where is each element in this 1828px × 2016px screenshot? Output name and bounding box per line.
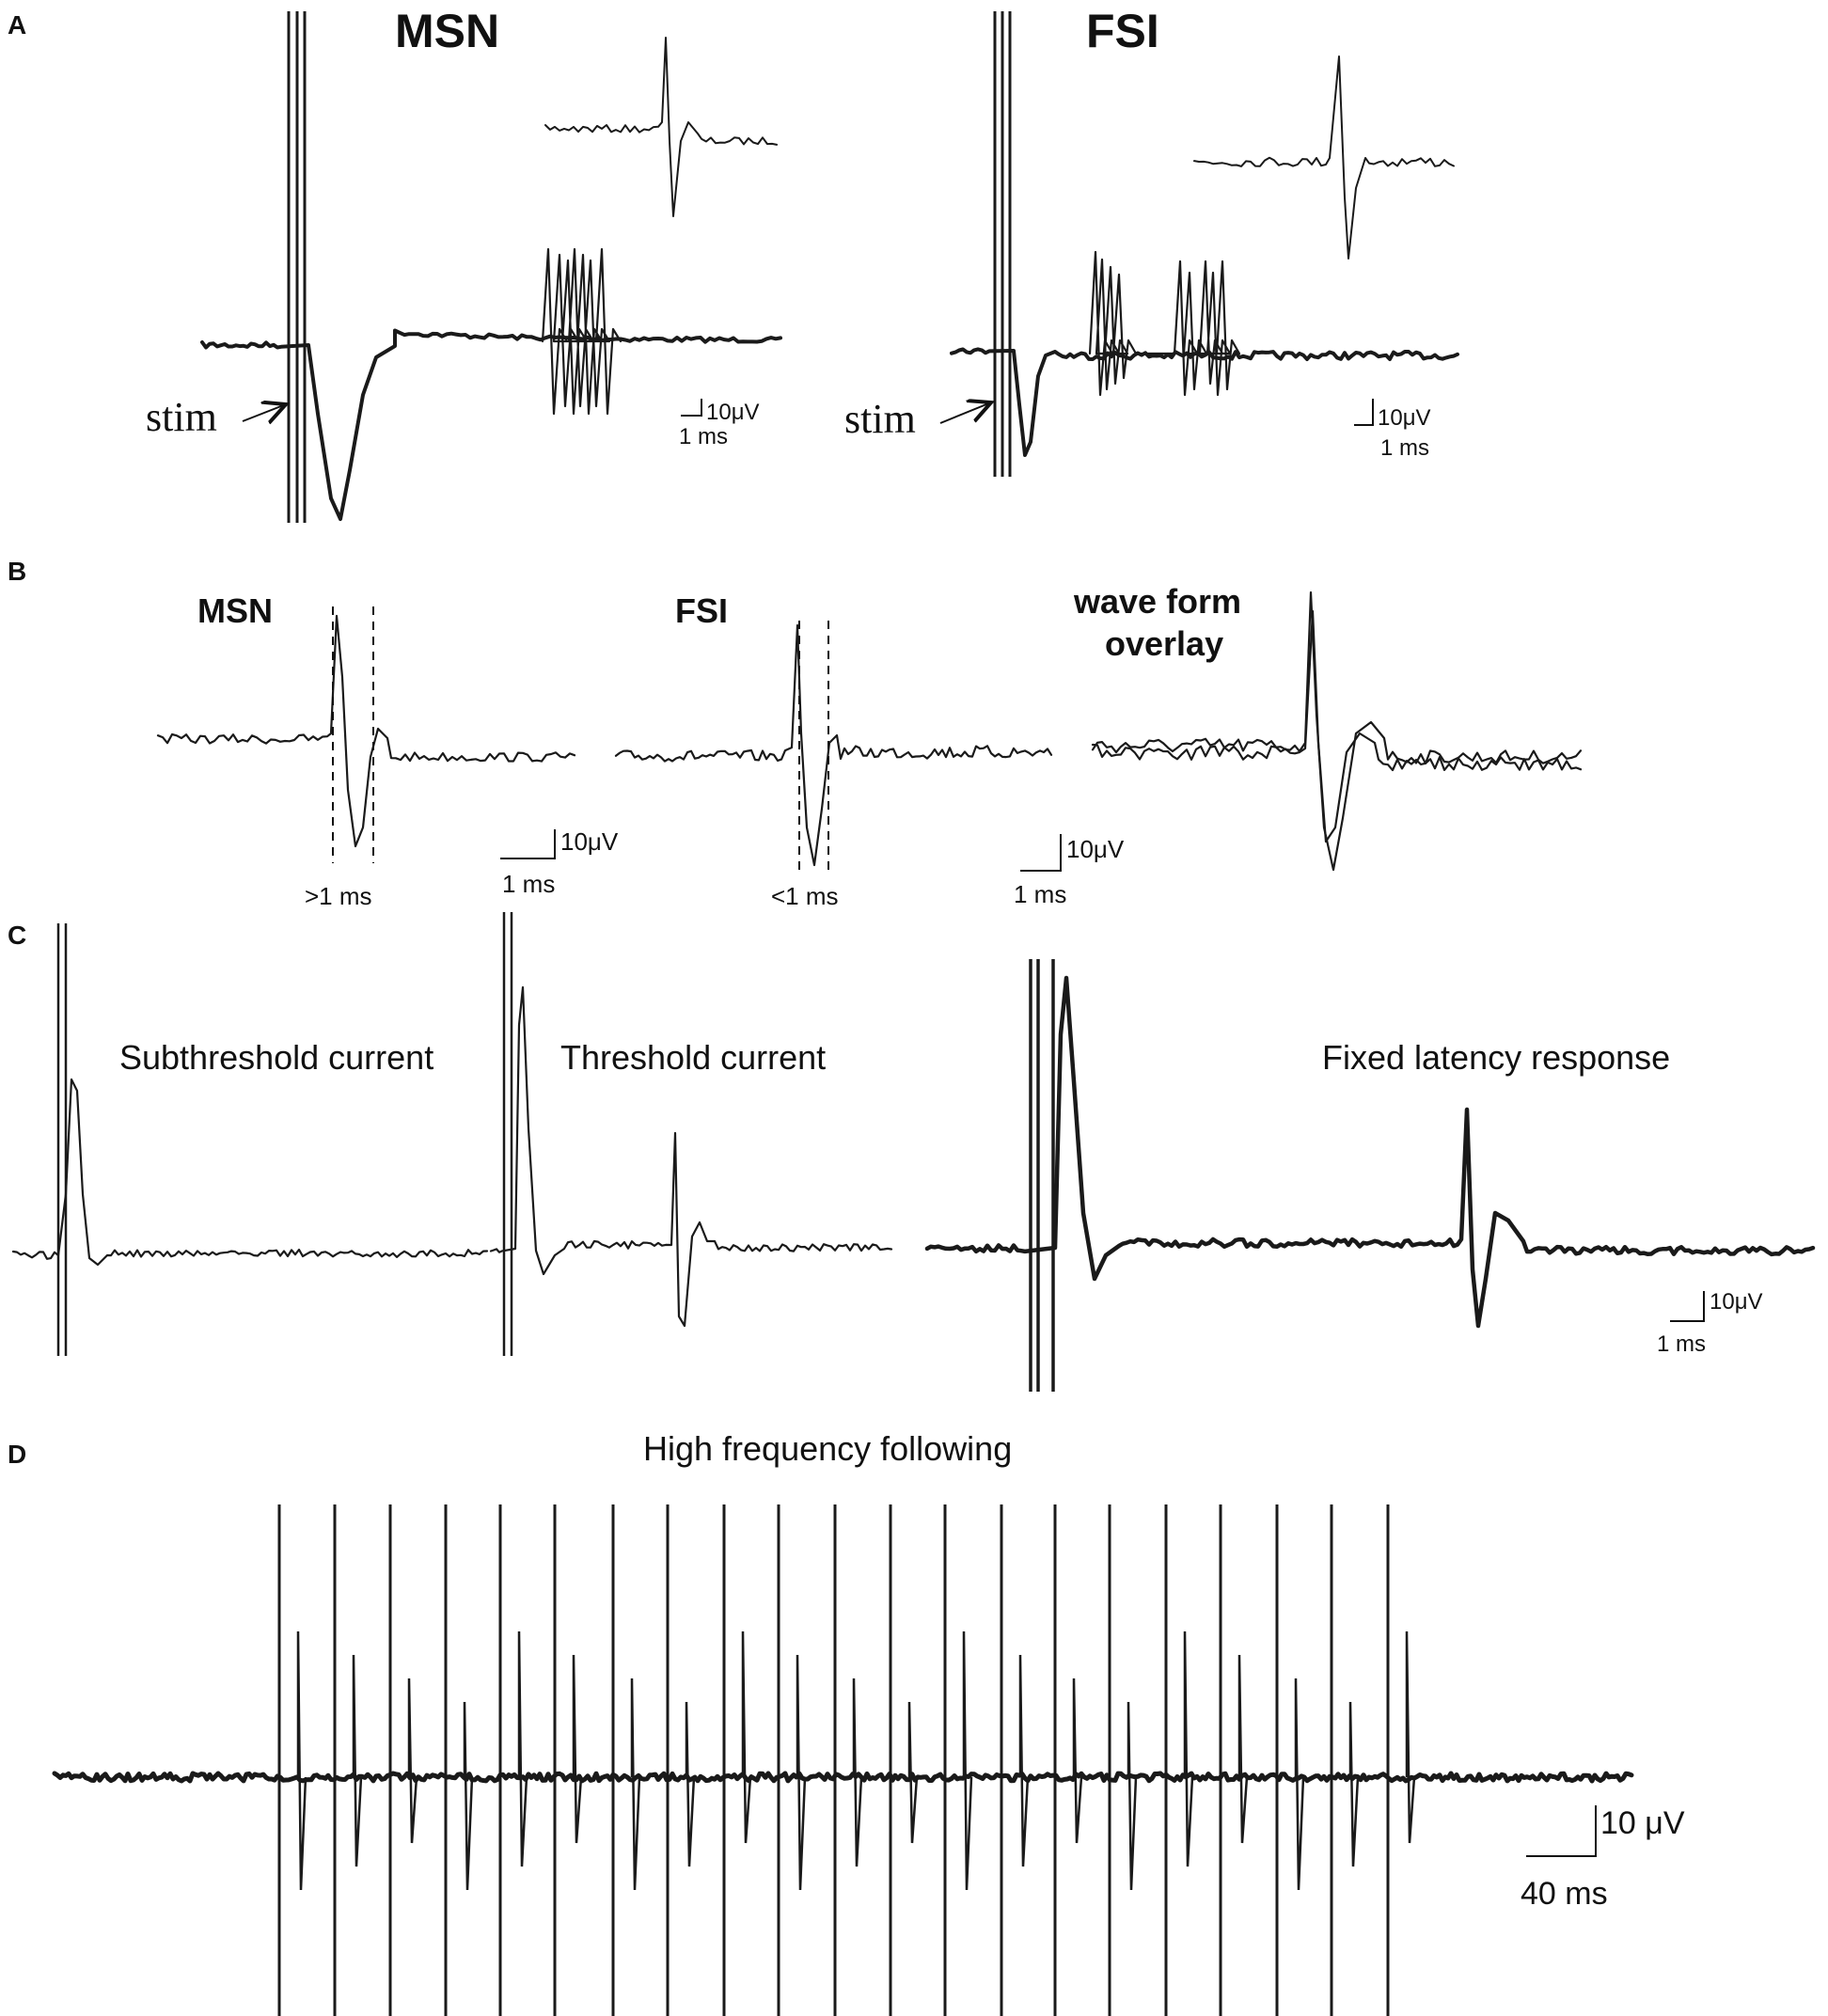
label-threshold-current: Threshold current xyxy=(560,1038,826,1077)
evoked-spike xyxy=(1018,1654,1030,1867)
panel-a-msn-title: MSN xyxy=(395,5,499,57)
evoked-spike xyxy=(407,1677,418,1844)
scale-bar-c-time: 1 ms xyxy=(1657,1331,1706,1357)
evoked-spike xyxy=(1294,1677,1305,1891)
scale-bar-d-voltage: 10 μV xyxy=(1600,1805,1685,1841)
stimulus-train xyxy=(277,1504,1416,2016)
evoked-spike xyxy=(962,1630,973,1891)
panel-a-letter: A xyxy=(8,10,26,39)
label-fixed-latency-response: Fixed latency response xyxy=(1322,1038,1670,1077)
panel-a-stim-label-left: stim xyxy=(146,394,217,440)
panel-a-stim-label-right: stim xyxy=(844,396,916,442)
high-frequency-trace xyxy=(52,1771,1634,1784)
fixed-latency-stim-artifact xyxy=(1029,959,1055,1392)
evoked-spike xyxy=(1183,1630,1194,1867)
scale-bar-a-right: 10μV 1 ms xyxy=(1354,399,1431,461)
panel-b-msn-title: MSN xyxy=(197,591,273,630)
panel-b-overlay-title-line2: overlay xyxy=(1105,624,1223,663)
evoked-spike xyxy=(907,1701,919,1844)
panel-b-overlay-title-line1: wave form xyxy=(1073,582,1241,621)
msn-stim-artifact xyxy=(287,11,307,523)
panel-d: D High frequency following 10 μV 40 ms xyxy=(8,1429,1685,2016)
evoked-spike xyxy=(296,1630,307,1891)
overlay-waveform-fsi xyxy=(1091,609,1583,843)
panel-c-letter: C xyxy=(8,921,26,950)
subthreshold-stim-artifact xyxy=(56,923,68,1356)
scale-bar-d: 10 μV 40 ms xyxy=(1521,1805,1685,1912)
scale-bar-a-right-time: 1 ms xyxy=(1380,435,1429,461)
scale-bar-b-right: 10μV 1 ms xyxy=(1014,834,1125,908)
fsi-inset-waveform xyxy=(1193,55,1455,260)
evoked-spike xyxy=(741,1630,752,1844)
scale-bar-a-right-voltage: 10μV xyxy=(1378,405,1431,431)
stim-arrow-right xyxy=(939,402,991,424)
msn-spike-width-label: >1 ms xyxy=(305,882,372,910)
scale-bar-c-voltage: 10μV xyxy=(1710,1289,1763,1315)
evoked-spike xyxy=(630,1677,641,1891)
panel-b-fsi-title: FSI xyxy=(675,591,728,630)
panel-a-fsi-title: FSI xyxy=(1086,5,1159,57)
panel-a: A MSN FSI stim 10μV 1 ms stim xyxy=(8,5,1459,523)
fsi-spike-width-label: <1 ms xyxy=(771,882,839,910)
panel-b: B MSN FSI wave form overlay >1 ms 10μV 1… xyxy=(8,557,1583,910)
scale-bar-b-left: 10μV 1 ms xyxy=(500,827,619,898)
fsi-stim-artifact xyxy=(993,11,1012,477)
msn-inset-waveform xyxy=(544,37,778,217)
panel-d-letter: D xyxy=(8,1440,26,1469)
scale-bar-a-left-voltage: 10μV xyxy=(706,400,760,425)
fsi-waveform xyxy=(614,623,1053,867)
threshold-trace xyxy=(489,985,893,1328)
scale-bar-a-left: 10μV 1 ms xyxy=(679,399,760,449)
msn-waveform xyxy=(156,614,576,848)
evoked-spike xyxy=(517,1630,528,1867)
scale-bar-a-left-time: 1 ms xyxy=(679,424,728,449)
msn-overlay-trace xyxy=(200,328,782,521)
label-subthreshold-current: Subthreshold current xyxy=(119,1038,433,1077)
evoked-spike xyxy=(685,1701,696,1867)
evoked-spike xyxy=(1237,1654,1249,1844)
fsi-width-markers xyxy=(798,621,829,870)
subthreshold-trace xyxy=(11,1078,489,1267)
evoked-spike xyxy=(796,1654,807,1891)
evoked-spike xyxy=(1405,1630,1416,1844)
stim-arrow-left xyxy=(242,404,286,421)
evoked-spike xyxy=(1127,1701,1138,1891)
msn-width-markers xyxy=(332,606,374,863)
scale-bar-b-right-voltage: 10μV xyxy=(1066,835,1125,863)
msn-spike-sweeps xyxy=(541,247,622,416)
scale-bar-b-right-time: 1 ms xyxy=(1014,880,1066,908)
fixed-latency-overlay-trace xyxy=(924,975,1816,1329)
scale-bar-b-left-time: 1 ms xyxy=(502,870,555,898)
panel-c: C Subthreshold current Threshold current… xyxy=(8,912,1816,1392)
scale-bar-d-time: 40 ms xyxy=(1521,1876,1608,1912)
evoked-spike xyxy=(352,1654,363,1867)
threshold-stim-artifact xyxy=(502,912,513,1356)
evoked-spike xyxy=(463,1701,474,1891)
evoked-spike xyxy=(852,1677,863,1867)
fsi-overlay-trace xyxy=(950,347,1459,457)
evoked-spike xyxy=(1072,1677,1083,1844)
panel-b-letter: B xyxy=(8,557,26,586)
panel-d-title: High frequency following xyxy=(643,1429,1012,1468)
fsi-spike-sweeps xyxy=(1088,250,1241,397)
scale-bar-c: 10μV 1 ms xyxy=(1657,1289,1763,1357)
scale-bar-b-left-voltage: 10μV xyxy=(560,827,619,856)
evoked-spike xyxy=(572,1654,583,1844)
evoked-spike xyxy=(1348,1701,1360,1867)
